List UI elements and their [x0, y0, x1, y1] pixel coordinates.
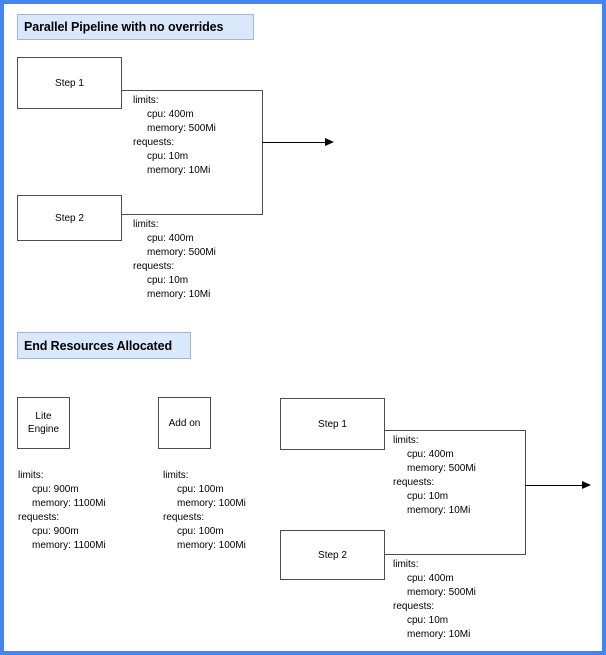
arrow-top-output-line	[262, 142, 326, 143]
resource-line: memory: 10Mi	[407, 505, 471, 516]
resource-line: cpu: 900m	[32, 484, 79, 495]
resource-line: requests:	[393, 601, 435, 612]
resources-add-on: limits: cpu: 100m memory: 100Mi requests…	[163, 469, 246, 553]
resource-line: memory: 500Mi	[407, 587, 476, 598]
edge-top-step2-horizontal	[122, 214, 263, 215]
arrow-bottom-output-head	[582, 481, 591, 489]
resource-line: memory: 100Mi	[177, 540, 246, 551]
resource-line: memory: 1100Mi	[32, 540, 106, 551]
node-add-on[interactable]: Add on	[158, 397, 211, 449]
resource-line: cpu: 10m	[407, 491, 449, 502]
edge-top-step1-horizontal	[122, 90, 263, 91]
edge-top-merge-vertical	[262, 90, 263, 215]
node-lite-engine-label: Lite Engine	[27, 411, 60, 435]
resource-line: limits:	[133, 95, 159, 106]
arrow-bottom-output-line	[525, 485, 583, 486]
section-header-end-resources: End Resources Allocated	[17, 332, 191, 359]
node-top-step-2[interactable]: Step 2	[17, 195, 122, 241]
resource-line: cpu: 400m	[147, 233, 194, 244]
resource-line: cpu: 10m	[407, 615, 449, 626]
resource-line: requests:	[18, 512, 60, 523]
resource-line: cpu: 10m	[147, 151, 189, 162]
resource-line: requests:	[133, 137, 175, 148]
resource-line: memory: 1100Mi	[32, 498, 106, 509]
section-header-parallel-pipeline: Parallel Pipeline with no overrides	[17, 14, 254, 40]
resource-line: cpu: 400m	[407, 449, 454, 460]
resource-line: limits:	[393, 435, 419, 446]
resources-top-step-2: limits: cpu: 400m memory: 500Mi requests…	[133, 218, 216, 302]
node-bottom-step-2[interactable]: Step 2	[280, 530, 385, 580]
edge-bottom-step2-horizontal	[385, 554, 526, 555]
edge-bottom-merge-vertical	[525, 430, 526, 555]
resource-line: memory: 10Mi	[147, 289, 211, 300]
resource-line: cpu: 100m	[177, 526, 224, 537]
resources-top-step-1: limits: cpu: 400m memory: 500Mi requests…	[133, 94, 216, 178]
resource-line: memory: 500Mi	[147, 247, 216, 258]
resource-line: memory: 100Mi	[177, 498, 246, 509]
node-top-step-1[interactable]: Step 1	[17, 57, 122, 109]
diagram-canvas: Parallel Pipeline with no overrides Step…	[4, 4, 602, 651]
resource-line: cpu: 10m	[147, 275, 189, 286]
resource-line: limits:	[18, 470, 44, 481]
resource-line: memory: 10Mi	[147, 165, 211, 176]
arrow-top-output-head	[325, 138, 334, 146]
resource-line: cpu: 100m	[177, 484, 224, 495]
resource-line: limits:	[393, 559, 419, 570]
resource-line: memory: 500Mi	[147, 123, 216, 134]
resource-line: requests:	[393, 477, 435, 488]
resource-line: cpu: 400m	[147, 109, 194, 120]
resource-line: cpu: 900m	[32, 526, 79, 537]
edge-bottom-step1-horizontal	[385, 430, 526, 431]
resources-bottom-step-2: limits: cpu: 400m memory: 500Mi requests…	[393, 558, 476, 642]
resources-lite-engine: limits: cpu: 900m memory: 1100Mi request…	[18, 469, 106, 553]
node-lite-engine[interactable]: Lite Engine	[17, 397, 70, 449]
resource-line: limits:	[133, 219, 159, 230]
resource-line: limits:	[163, 470, 189, 481]
resource-line: requests:	[163, 512, 205, 523]
resources-bottom-step-1: limits: cpu: 400m memory: 500Mi requests…	[393, 434, 476, 518]
resource-line: requests:	[133, 261, 175, 272]
resource-line: memory: 10Mi	[407, 629, 471, 640]
node-bottom-step-1[interactable]: Step 1	[280, 398, 385, 450]
resource-line: memory: 500Mi	[407, 463, 476, 474]
resource-line: cpu: 400m	[407, 573, 454, 584]
